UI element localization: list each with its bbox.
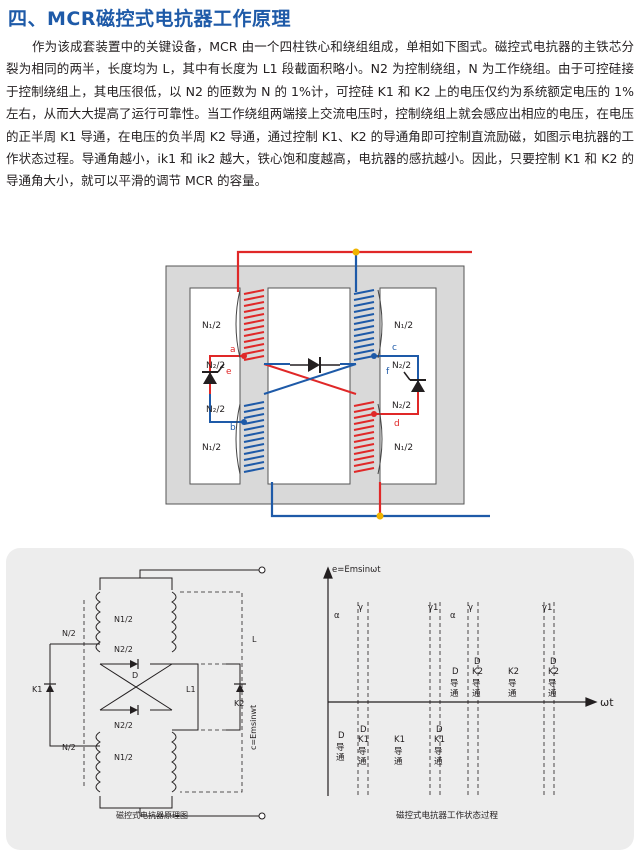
tl-above-1c: 通 — [450, 688, 459, 699]
tl-below-2d: 通 — [358, 756, 367, 767]
tl-above-2b: K2 — [472, 667, 483, 677]
tl-above-4a: D — [550, 657, 557, 667]
reactor-schematic: N1/2 N2/2 N/2 K1 D L1 K2 N2/2 N1/2 N/2 L… — [32, 566, 266, 820]
timeline-axes — [323, 566, 598, 796]
section-heading: 四、MCR磁控式电抗器工作原理 — [8, 8, 291, 30]
timeline-dashes — [357, 602, 555, 796]
schem-label-n1-bottom: N1/2 — [114, 753, 133, 762]
tl-above-3c: 通 — [508, 688, 517, 699]
tl-gamma1-2: γ1 — [542, 603, 552, 613]
body-paragraph: 作为该成套装置中的关键设备，MCR 由一个四柱铁心和绕组组成，单相如下图式。磁控… — [6, 39, 634, 189]
tl-gamma1-1: γ1 — [428, 603, 438, 613]
label-n2-bottom-left: N₂/2 — [206, 405, 225, 415]
label-n2-top-left: N₂/2 — [206, 361, 225, 371]
schematic-diodes — [44, 659, 246, 715]
schematic-terminals — [258, 566, 266, 820]
tl-below-2a: D — [360, 725, 367, 735]
left-thyristor-k1 — [202, 355, 244, 423]
tl-below-3b: 导 — [394, 747, 403, 757]
winding-brackets — [235, 289, 383, 475]
label-n1-top-left: N₁/2 — [202, 321, 221, 331]
label-n1-bottom-right: N₁/2 — [394, 443, 413, 453]
label-e: e — [226, 367, 232, 377]
bottom-node — [376, 512, 384, 520]
center-diode — [290, 357, 340, 373]
tl-above-1b: 导 — [450, 679, 459, 689]
schem-label-l: L — [252, 635, 257, 644]
tl-above-2a: D — [474, 657, 481, 667]
tl-gamma-1: γ — [358, 603, 363, 613]
tl-alpha-2: α — [450, 611, 456, 621]
red-supply-line — [236, 250, 472, 292]
tl-alpha-1: α — [334, 611, 340, 621]
tl-below-4a: D — [436, 725, 443, 735]
label-n2-top-right: N₂/2 — [392, 361, 411, 371]
tl-above-4d: 通 — [548, 688, 557, 699]
schematic-coils — [95, 591, 177, 793]
coil-bottom-left — [243, 401, 265, 473]
schem-label-n2-top: N2/2 — [114, 645, 133, 654]
schem-label-l1: L1 — [186, 685, 196, 694]
tl-above-4b: K2 — [548, 667, 559, 677]
schematic-caption: 磁控式电抗器原理图 — [116, 810, 188, 820]
tl-below-1c: 通 — [336, 752, 345, 763]
tl-below-3a: K1 — [394, 735, 405, 745]
schematic-wires — [49, 569, 262, 817]
tl-below-1a: D — [338, 731, 345, 741]
right-thyristor-k2 — [374, 355, 426, 415]
label-f: f — [386, 367, 390, 377]
label-n2-bottom-right: N₂/2 — [392, 401, 411, 411]
diagram-panel — [6, 548, 634, 850]
label-c: c — [392, 343, 397, 353]
coil-bottom-right — [353, 401, 375, 473]
working-state-timeline: e=Emsinωt ωt α γ γ1 α γ γ1 D 导 通 D K2 导 … — [323, 565, 614, 821]
tl-below-4d: 通 — [434, 756, 443, 767]
schem-label-k2: K2 — [234, 699, 244, 708]
tl-below-3c: 通 — [394, 756, 403, 767]
cross-wiring — [263, 363, 357, 395]
tl-below-2b: K1 — [358, 735, 369, 745]
label-d: d — [394, 419, 400, 429]
schem-label-voltage: c=Emsinwt — [249, 705, 258, 750]
tl-y-label: e=Emsinωt — [332, 565, 381, 575]
top-node — [352, 248, 360, 256]
schem-label-d: D — [132, 671, 138, 680]
tl-x-label: ωt — [600, 696, 614, 709]
tl-below-4c: 导 — [434, 747, 443, 757]
tl-above-2c: 导 — [472, 679, 481, 689]
tl-above-4c: 导 — [548, 679, 557, 689]
tl-above-3b: 导 — [508, 679, 517, 689]
tl-gamma-2: γ — [468, 603, 473, 613]
label-n1-bottom-left: N₁/2 — [202, 443, 221, 453]
schem-label-n-left-top: N/2 — [62, 629, 76, 638]
tl-above-1a: D — [452, 667, 459, 677]
tl-above-3a: K2 — [508, 667, 519, 677]
blue-return-line — [270, 482, 490, 518]
coil-top-right — [353, 289, 375, 361]
coil-top-left — [243, 289, 265, 361]
core-winding-diagram: N₁/2 N₂/2 N₂/2 N₁/2 N₁/2 N₂/2 N₂/2 N₁/2 … — [165, 248, 490, 520]
terminal-dots — [241, 353, 377, 425]
schematic-dashed-lines — [83, 591, 243, 793]
schem-label-n1-top: N1/2 — [114, 615, 133, 624]
tl-below-4b: K1 — [434, 735, 445, 745]
label-a: a — [230, 345, 236, 355]
schem-label-n-left-bottom: N/2 — [62, 743, 76, 752]
iron-core — [165, 265, 465, 505]
tl-below-2c: 导 — [358, 747, 367, 757]
tl-above-2d: 通 — [472, 688, 481, 699]
label-b: b — [230, 423, 236, 433]
timeline-caption: 磁控式电抗器工作状态过程 — [396, 810, 499, 821]
schem-label-n2-bottom: N2/2 — [114, 721, 133, 730]
schem-label-k1: K1 — [32, 685, 42, 694]
tl-below-1b: 导 — [336, 743, 345, 753]
label-n1-top-right: N₁/2 — [394, 321, 413, 331]
